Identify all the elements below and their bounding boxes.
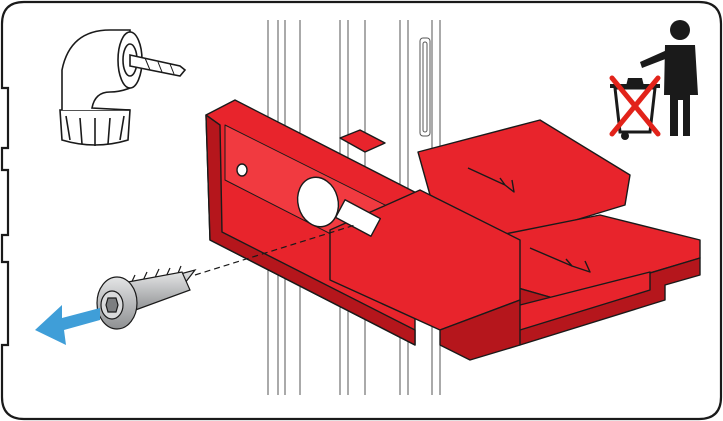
- illustration-canvas: [0, 0, 723, 421]
- instruction-illustration: [0, 0, 723, 421]
